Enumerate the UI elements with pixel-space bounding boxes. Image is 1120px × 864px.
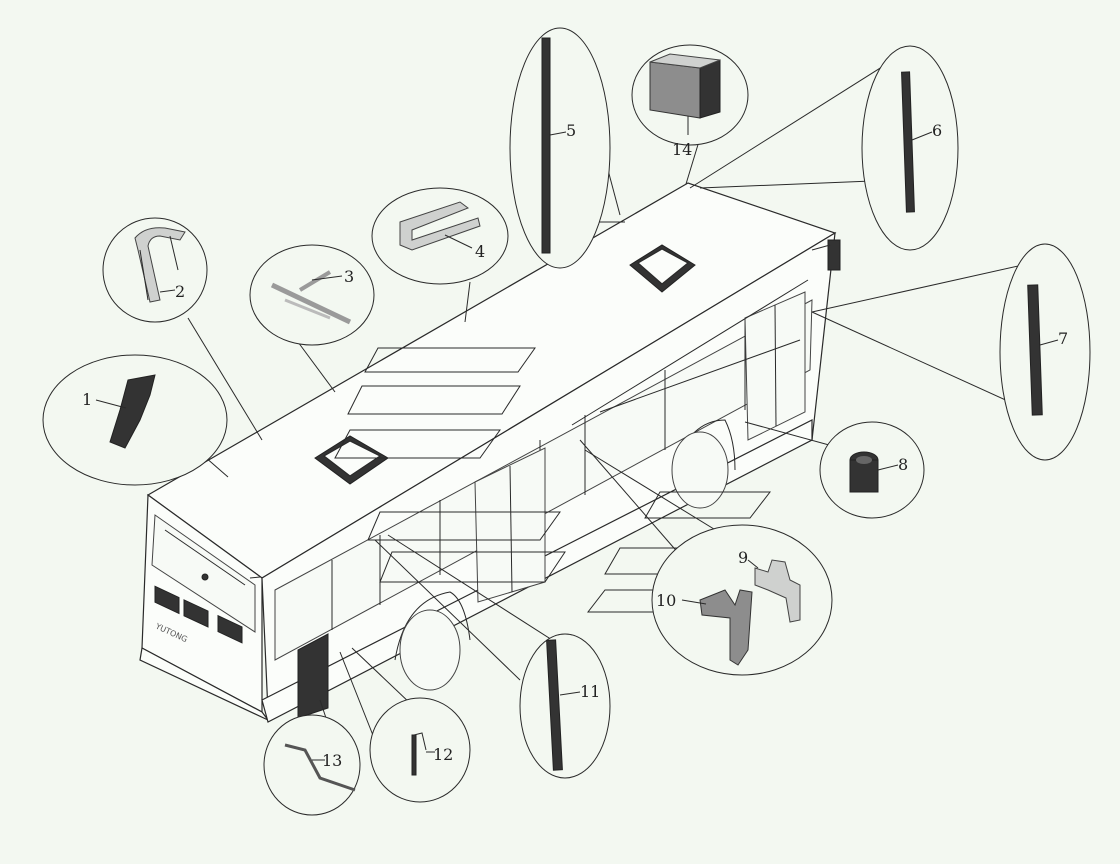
callout-1: 1 bbox=[42, 354, 228, 486]
label-part-1: 1 bbox=[82, 390, 92, 409]
rear-mirror bbox=[827, 239, 841, 271]
label-part-9: 9 bbox=[738, 548, 748, 567]
label-part-11: 11 bbox=[580, 682, 600, 701]
label-part-2: 2 bbox=[175, 282, 185, 301]
label-part-6: 6 bbox=[932, 121, 942, 140]
callout-11: 11 bbox=[519, 633, 611, 779]
label-part-10: 10 bbox=[656, 591, 676, 610]
label-part-3: 3 bbox=[344, 267, 354, 286]
callout-14: 14 bbox=[631, 44, 749, 159]
roof-hatch-rear bbox=[629, 244, 696, 293]
label-part-13: 13 bbox=[322, 751, 342, 770]
label-part-8: 8 bbox=[898, 455, 908, 474]
callout-13: 13 bbox=[263, 714, 361, 816]
label-part-12: 12 bbox=[433, 745, 453, 764]
label-part-14: 14 bbox=[672, 140, 692, 159]
callout-12: 12 bbox=[369, 697, 471, 803]
callout-5: 5 bbox=[509, 27, 611, 269]
callout-9-10: 9 10 bbox=[651, 524, 833, 676]
label-part-5: 5 bbox=[566, 121, 576, 140]
callout-6: 6 bbox=[861, 45, 959, 251]
callout-4: 4 bbox=[371, 187, 509, 285]
label-part-7: 7 bbox=[1058, 329, 1068, 348]
bus-body: YUTONG bbox=[139, 182, 841, 723]
callout-3: 3 bbox=[249, 244, 375, 346]
callout-7: 7 bbox=[999, 243, 1091, 461]
label-part-4: 4 bbox=[475, 242, 485, 261]
callout-8: 8 bbox=[819, 421, 925, 519]
callout-2: 2 bbox=[102, 217, 208, 323]
